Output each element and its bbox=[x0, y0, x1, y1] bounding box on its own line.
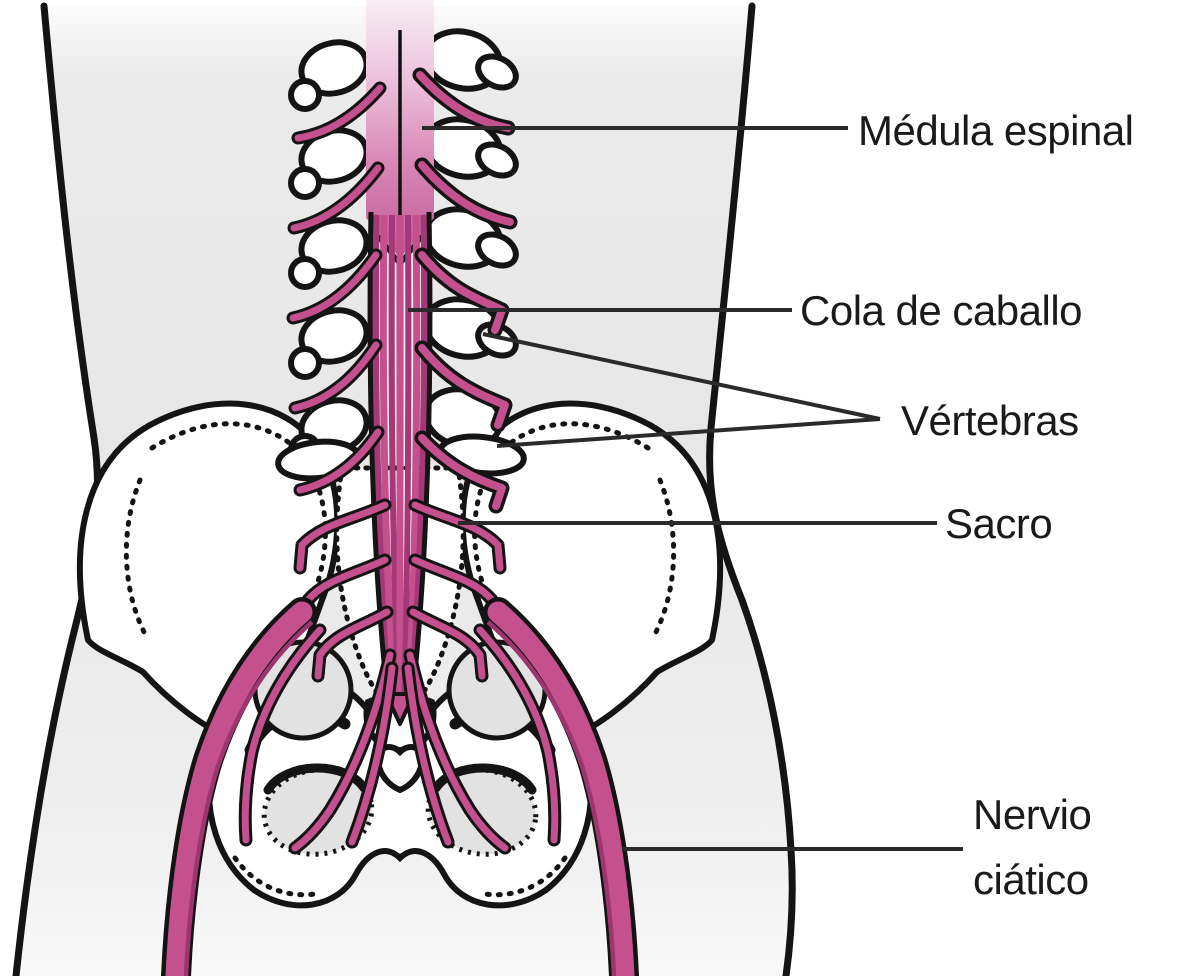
label-nervio-ciatico: Nervio ciático bbox=[973, 791, 1092, 904]
label-cola-de-caballo: Cola de caballo bbox=[800, 287, 1083, 334]
sciatic-nerves bbox=[161, 597, 639, 976]
label-vertebras: Vértebras bbox=[901, 397, 1079, 444]
label-sacro: Sacro bbox=[945, 500, 1053, 547]
leader-vertebras-lower bbox=[496, 417, 881, 448]
body-outline-right bbox=[706, 2, 796, 976]
label-medula-espinal: Médula espinal bbox=[858, 107, 1134, 154]
leader-lines bbox=[408, 126, 963, 851]
leader-vertebras-upper bbox=[482, 332, 881, 421]
